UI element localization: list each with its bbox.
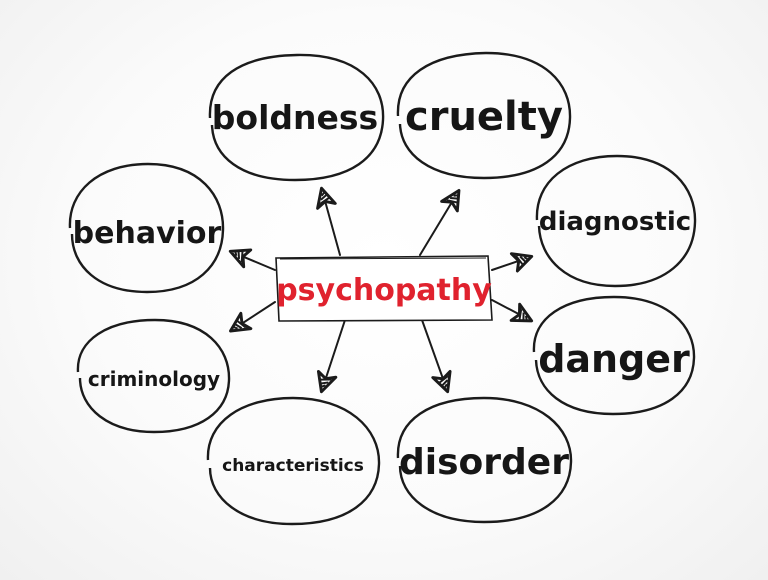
bubble-disorder: [396, 396, 573, 524]
arrow-to-boldness: [316, 186, 341, 256]
bubble-behavior: [68, 162, 225, 294]
label-criminology: criminology: [88, 367, 220, 391]
label-behavior: behavior: [73, 216, 222, 251]
node-criminology: criminology: [76, 318, 231, 434]
label-danger: danger: [538, 337, 690, 381]
arrow-to-disorder: [421, 319, 452, 394]
label-boldness: boldness: [212, 98, 378, 137]
arrow-to-cruelty: [419, 188, 461, 256]
arrow-to-behavior: [228, 248, 276, 271]
label-characteristics: characteristics: [222, 456, 364, 476]
node-diagnostic: diagnostic: [535, 154, 697, 288]
node-danger: danger: [532, 295, 696, 416]
center-node: psychopathy: [275, 255, 493, 322]
arrows-group: [228, 186, 534, 394]
center-box-sketch: [279, 257, 487, 260]
label-cruelty: cruelty: [405, 94, 563, 140]
bubble-cruelty: [396, 51, 572, 180]
center-label: psychopathy: [276, 273, 492, 308]
bubble-diagnostic: [535, 154, 697, 288]
bubble-characteristics: [206, 396, 381, 526]
bubble-criminology: [76, 318, 231, 434]
arrow-to-danger: [491, 299, 534, 323]
arrow-to-criminology: [228, 301, 276, 333]
node-disorder: disorder: [396, 396, 573, 524]
bubble-danger: [532, 295, 696, 416]
label-diagnostic: diagnostic: [539, 207, 691, 237]
center-box: [275, 255, 493, 322]
arrow-to-diagnostic: [491, 252, 534, 273]
node-behavior: behavior: [68, 162, 225, 294]
bubble-boldness: [208, 53, 385, 182]
node-cruelty: cruelty: [396, 51, 572, 180]
node-characteristics: characteristics: [206, 396, 381, 526]
arrow-to-characteristics: [316, 319, 346, 394]
label-disorder: disorder: [399, 442, 569, 483]
node-boldness: boldness: [208, 53, 385, 182]
